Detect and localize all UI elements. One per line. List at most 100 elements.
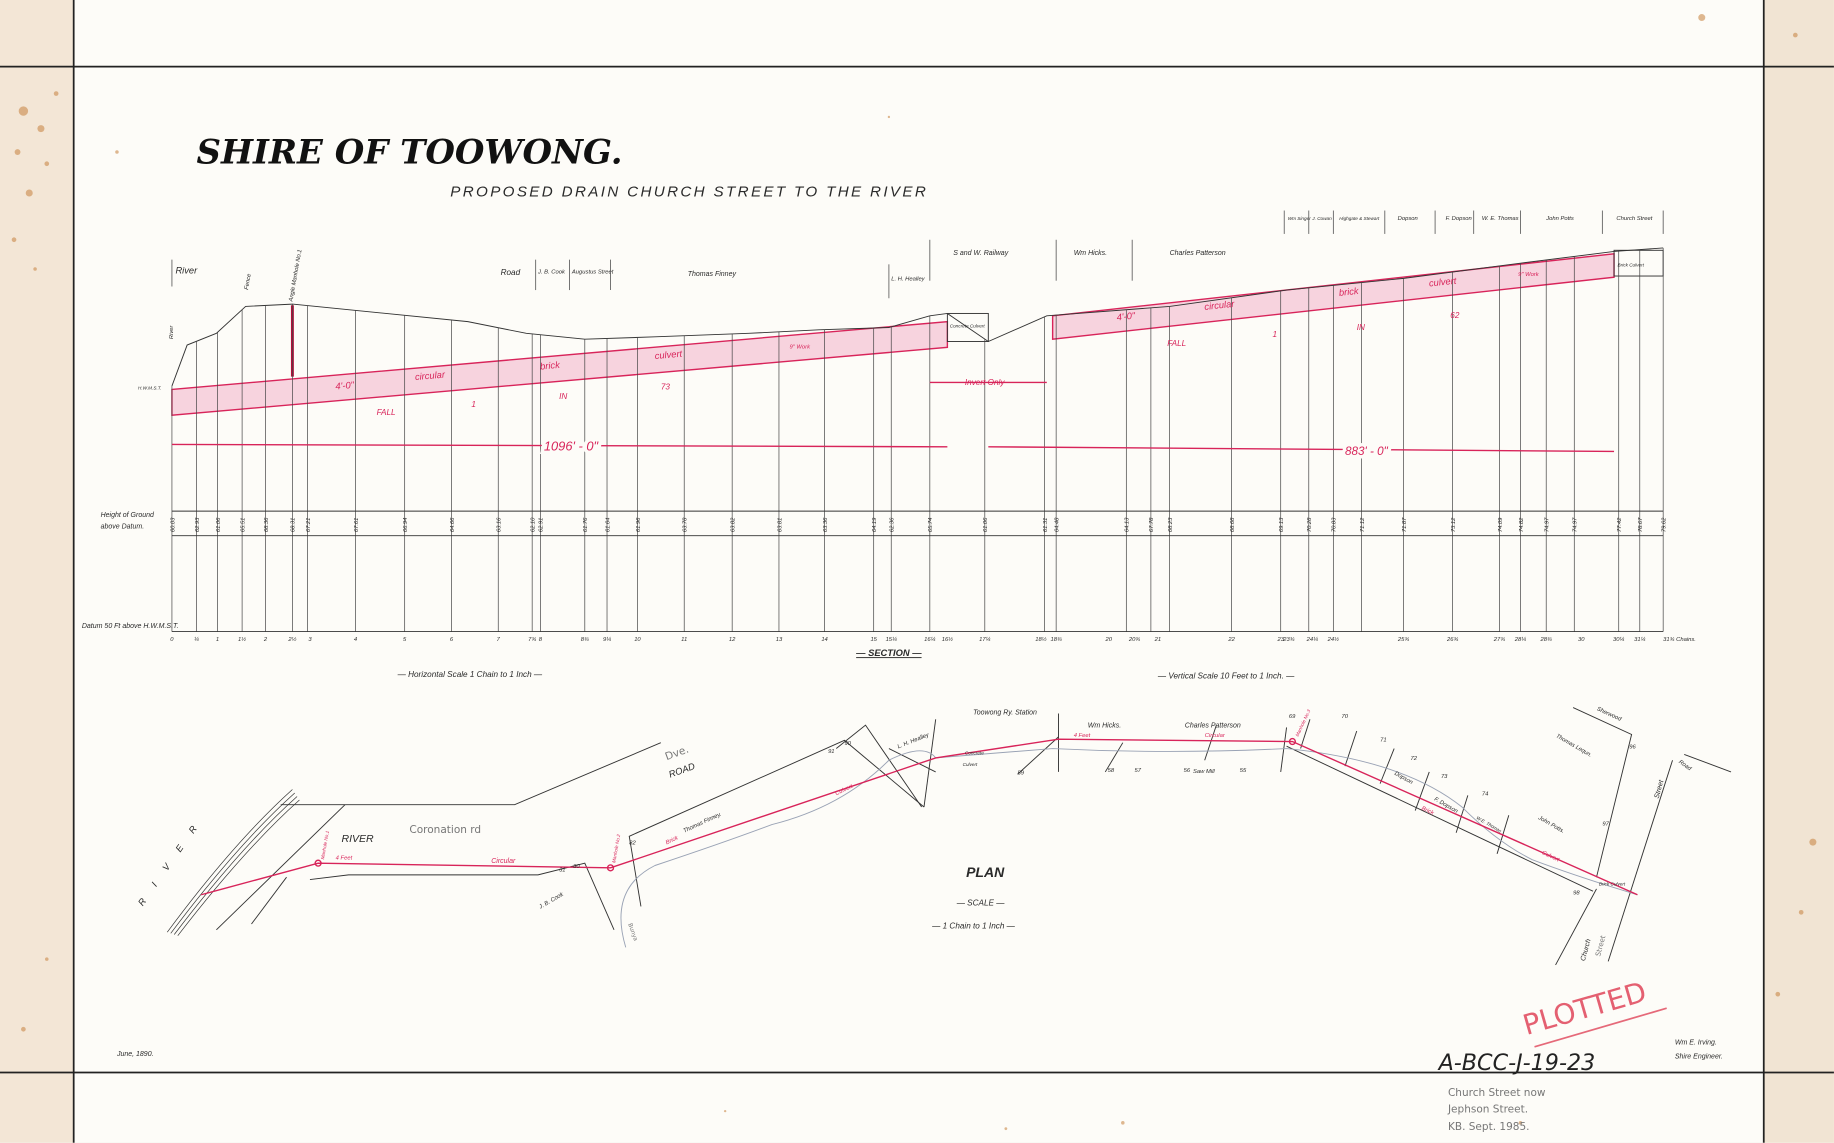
chain-label: 7: [497, 637, 501, 643]
concrete-culvert-box: [946, 312, 989, 342]
length-right-dimension: [988, 446, 1615, 453]
owner-we-thomas: W. E. Thomas: [1482, 216, 1519, 222]
height-value: 74.97: [1573, 517, 1579, 532]
manhole-3: [1288, 737, 1297, 746]
chain-label: 27¾: [1493, 637, 1505, 643]
owner-singer: Wm Singer: [1288, 216, 1311, 221]
plan-circular-2: Circular: [1205, 733, 1226, 739]
height-value: 74.09: [1498, 517, 1504, 532]
fall-right-in: IN: [1357, 323, 1365, 332]
fall-left-73: 73: [661, 382, 671, 391]
plan-concrete: Concrete: [965, 750, 984, 755]
culvert-culvert-right: culvert: [1428, 276, 1457, 289]
height-value: 67.21: [306, 518, 312, 533]
height-value: 68.31: [291, 518, 297, 533]
chain-label: 5: [403, 637, 407, 643]
vertical-scale: — Vertical Scale 10 Feet to 1 Inch. —: [1157, 671, 1295, 680]
horizontal-scale: — Horizontal Scale 1 Chain to 1 Inch —: [397, 670, 543, 679]
height-value: 79.62: [1662, 517, 1668, 532]
brick-culvert-label: Brick Culvert: [1618, 263, 1645, 268]
riverbank: [166, 789, 300, 936]
height-value: 62.91: [539, 518, 545, 533]
height-value: 64.19: [872, 517, 878, 532]
chain-label: 2½: [287, 636, 296, 643]
chain-label: 8: [539, 637, 543, 643]
lot-number: 90: [844, 741, 851, 747]
height-value: 64.66: [450, 517, 456, 532]
engineer-title: Shire Engineer.: [1675, 1053, 1723, 1060]
chain-label: 23¾: [1282, 637, 1294, 643]
plan-saw-mill: Saw Mill: [1193, 769, 1215, 775]
chain-label: 23: [1276, 637, 1284, 643]
height-value: 63.16: [497, 517, 503, 532]
owner-augustus-street: Augustus Street: [571, 270, 614, 276]
chain-label: 8¾: [581, 637, 589, 643]
height-value: 65.51: [240, 518, 246, 533]
section-label: — SECTION —: [855, 648, 922, 658]
note-line-3: KB. Sept. 1985.: [1448, 1121, 1530, 1133]
plan-manhole-1: Manhole No.1: [320, 830, 330, 860]
lot-number: 97: [1602, 822, 1609, 828]
stain-spot: [37, 125, 45, 133]
plan-4-feet-2: 4 Feet: [1074, 733, 1091, 739]
plan-scale-value: — 1 Chain to 1 Inch —: [931, 922, 1015, 931]
height-value: 68.68: [1230, 517, 1236, 532]
chain-label: 31¼: [1634, 637, 1645, 643]
plan-brick-culvert: Brick Culvert: [1599, 881, 1626, 886]
culvert-brick-left: brick: [540, 360, 562, 372]
chain-label: 26¾: [1446, 637, 1458, 643]
stain-spot: [53, 91, 59, 96]
height-value: 63.36: [823, 517, 829, 532]
chain-label: 20: [1105, 637, 1113, 643]
height-value: 62.93: [195, 517, 201, 532]
height-value: 62.10: [531, 517, 537, 532]
plan-station: Toowong Ry. Station: [973, 710, 1037, 717]
height-value: 61.06: [216, 517, 222, 532]
stains: [11, 14, 1817, 1131]
height-value: 61.64: [605, 517, 611, 532]
lot-number: 73: [1441, 774, 1448, 780]
height-value: 70.28: [1307, 517, 1313, 532]
chain-label: 22: [1227, 637, 1235, 643]
height-value: 63.78: [683, 517, 689, 532]
owner-fence: Fence: [244, 273, 253, 291]
height-value: 74.82: [1519, 517, 1525, 532]
chain-label: 6: [450, 637, 454, 643]
owner-john-potts: John Potts: [1545, 216, 1574, 222]
culvert-brick-right: brick: [1338, 286, 1360, 298]
chain-label: 1½: [238, 636, 246, 643]
page-title: SHIRE OF TOOWONG.: [196, 132, 622, 172]
drain-route: [200, 738, 1638, 896]
chain-label: 2: [263, 637, 268, 643]
chain-label: 31¾ Chains.: [1663, 637, 1696, 643]
stain-spot: [1792, 32, 1798, 38]
owner-highgate: Highgate & Stewart: [1339, 216, 1380, 221]
culvert-culvert-left: culvert: [654, 349, 683, 361]
hwm-label: H.W.M.S.T.: [138, 385, 162, 390]
lot-number: 96: [1629, 745, 1636, 751]
owner-healley: L. H. Healley: [891, 277, 925, 283]
height-value: 67.61: [354, 518, 360, 533]
chain-label: 15: [870, 637, 877, 643]
height-value: 74.97: [1545, 517, 1551, 532]
chain-label: 30¼: [1613, 637, 1624, 643]
length-right-label: 883' - 0": [1345, 445, 1389, 458]
engineer-name: Wm E. Irving.: [1675, 1039, 1717, 1046]
owner-patterson: Charles Patterson: [1170, 250, 1226, 257]
chain-label: 3: [308, 637, 312, 643]
chain-label: 14: [821, 637, 828, 643]
stain-spot: [45, 957, 49, 961]
height-value: 60.03: [170, 517, 176, 532]
fall-left: FALL: [377, 408, 396, 417]
height-value: 70.83: [1332, 517, 1338, 532]
chain-label: ¼: [194, 637, 199, 643]
chain-label: 11: [681, 637, 687, 643]
lot-number: 98: [1573, 891, 1580, 897]
plan-title: PLAN: [966, 864, 1005, 880]
owner-dividers: [171, 210, 1664, 299]
